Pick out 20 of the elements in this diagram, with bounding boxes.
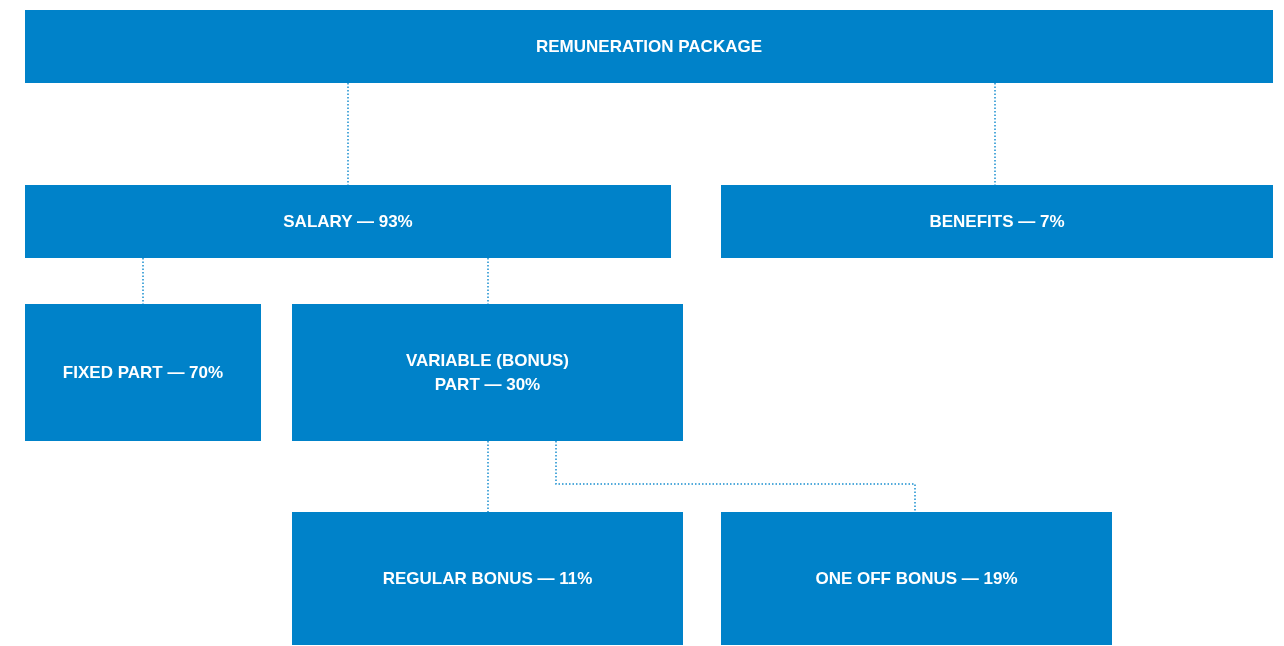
- connector-line: [142, 257, 144, 305]
- box-label: VARIABLE (BONUS) PART — 30%: [404, 349, 571, 396]
- box-label: REMUNERATION PACKAGE: [535, 35, 762, 58]
- category-box: [25, 304, 261, 441]
- connector-line: [487, 440, 489, 513]
- category-box: [292, 304, 683, 441]
- box-label: BENEFITS — 7%: [929, 210, 1065, 233]
- connector-line: [487, 257, 489, 305]
- box-label: SALARY — 93%: [283, 210, 413, 233]
- box-label: FIXED PART — 70%: [62, 361, 224, 384]
- connector-line: [347, 82, 349, 186]
- category-box: [721, 512, 1112, 645]
- category-box: [721, 185, 1273, 258]
- category-box: [25, 185, 671, 258]
- box-label: REGULAR BONUS — 11%: [382, 567, 593, 590]
- box-label: ONE OFF BONUS — 19%: [815, 567, 1018, 590]
- connector-line: [555, 440, 916, 513]
- connector-line: [994, 82, 996, 186]
- category-box: [25, 10, 1273, 83]
- category-box: [292, 512, 683, 645]
